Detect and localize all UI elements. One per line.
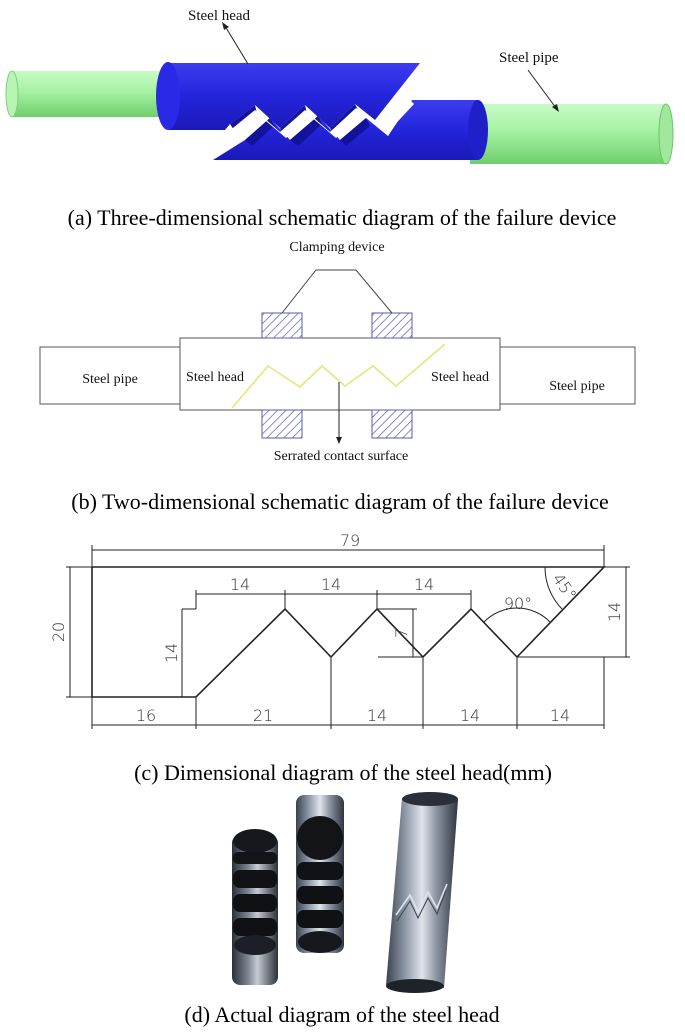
caption-panel-c: (c) Dimensional diagram of the steel hea… [134, 760, 552, 785]
steel-pipe-right-2d [499, 346, 636, 405]
label-steel-pipe-right-2d: Steel pipe [549, 379, 605, 394]
caption-panel-a: (a) Three-dimensional schematic diagram … [68, 205, 617, 230]
steel-pipe-leader-line [527, 69, 557, 109]
clamp-bottom-left [261, 409, 303, 439]
clamp-top-right [371, 312, 413, 339]
label-steel-head-left-2d: Steel head [186, 370, 244, 385]
steel-head-2d [179, 337, 501, 411]
label-steel-head-3d: Steel head [188, 8, 251, 24]
panel-a-3d-schematic: Steel head Steel pipe (a) Three-dimensio… [5, 8, 674, 230]
caption-panel-b: (b) Two-dimensional schematic diagram of… [71, 489, 608, 514]
steel-pipe-right-3d [470, 103, 674, 165]
dim-bottom-1: 16 [136, 706, 156, 725]
angle-label-90: 90° [504, 594, 532, 613]
dim-top-pitch-2: 14 [321, 575, 341, 594]
dim-left-height: 14 [162, 643, 181, 663]
dim-bottom-4: 14 [460, 706, 480, 725]
dim-right-height: 14 [605, 602, 624, 622]
serrated-arrowhead [336, 437, 342, 444]
panel-c-dimensional-drawing: 79 20 14 14 7 14 14 14 [49, 531, 630, 785]
steel-head-arrowhead [222, 22, 229, 30]
clamping-leader-lines [281, 269, 393, 314]
panel-b-2d-schematic: Clamping device Steel pipe Steel head St… [39, 240, 636, 514]
dim-height: 20 [49, 622, 68, 642]
dim-bottom-5: 14 [550, 706, 570, 725]
dim-top-pitch-1: 14 [230, 575, 250, 594]
steel-head-leader-line [224, 25, 249, 65]
dim-tooth-depth: 7 [392, 628, 411, 638]
panel-d-photo-steel-heads: (d) Actual diagram of the steel head [184, 792, 500, 1027]
label-serrated-surface: Serrated contact surface [274, 449, 408, 464]
steel-head-profile [91, 566, 606, 698]
label-steel-head-right-2d: Steel head [431, 370, 489, 385]
label-steel-pipe-left-2d: Steel pipe [82, 372, 138, 387]
dim-total-length: 79 [340, 531, 360, 550]
clamp-top-left [261, 312, 303, 339]
steel-head-photo-middle [296, 795, 344, 953]
clamp-bottom-right [371, 409, 413, 439]
serration-line-2d [231, 343, 446, 409]
steel-head-right-3d [213, 100, 488, 160]
steel-pipe-arrowhead [552, 104, 559, 112]
steel-head-photo-right [386, 792, 458, 993]
dim-bottom-2: 21 [253, 706, 273, 725]
angle-arc-45 [544, 566, 563, 610]
steel-head-photo-left [232, 829, 278, 985]
label-steel-pipe-3d: Steel pipe [499, 50, 559, 66]
steel-pipe-left-3d [5, 70, 162, 118]
serrated-gap-3d [228, 100, 414, 138]
dim-bottom-3: 14 [367, 706, 387, 725]
caption-panel-d: (d) Actual diagram of the steel head [184, 1002, 499, 1027]
label-clamping-device: Clamping device [289, 240, 384, 255]
angle-arc-90 [483, 607, 551, 623]
dim-top-pitch-3: 14 [414, 575, 434, 594]
